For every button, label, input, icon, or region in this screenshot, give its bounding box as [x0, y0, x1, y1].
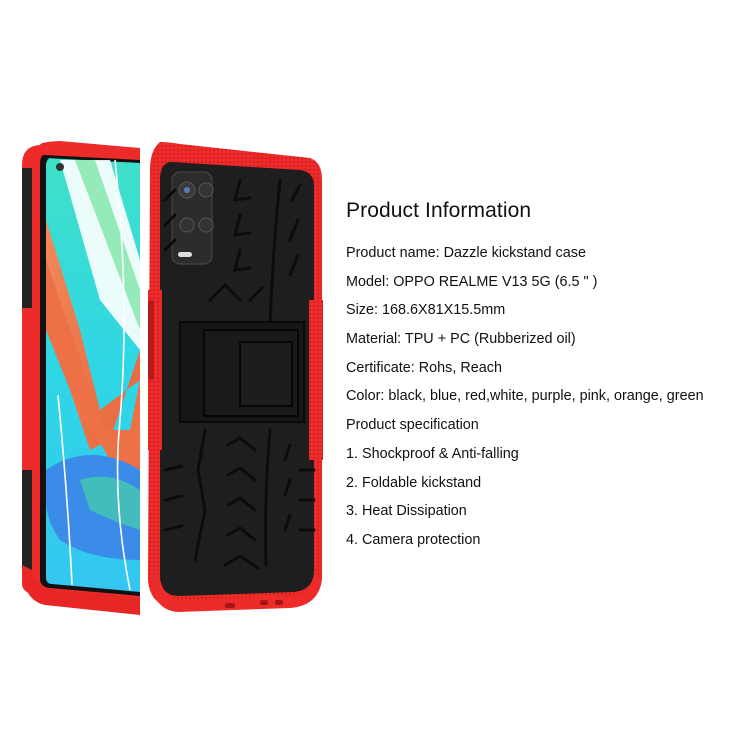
model-line: Model: OPPO REALME V13 5G (6.5 " ) [346, 273, 598, 290]
spec-item-camera-protection: 4. Camera protection [346, 531, 481, 548]
size-line: Size: 168.6X81X15.5mm [346, 302, 506, 319]
spec-item-heat-dissipation: 3. Heat Dissipation [346, 503, 467, 520]
specification-heading: Product specification [346, 417, 479, 434]
product-name-line: Product name: Dazzle kickstand case [346, 245, 586, 261]
product-info-panel: Product Information Product name: Dazzle… [346, 196, 746, 555]
product-photo [0, 0, 340, 750]
material-line: Material: TPU + PC (Rubberized oil) [346, 331, 576, 348]
color-line: Color: black, blue, red,white, purple, p… [346, 388, 704, 405]
info-title: Product Information [346, 199, 532, 222]
certificate-line: Certificate: Rohs, Reach [346, 359, 502, 376]
spec-item-shockproof: 1. Shockproof & Anti-falling [346, 445, 519, 462]
spec-item-kickstand: 2. Foldable kickstand [346, 474, 482, 491]
front-phone [22, 141, 140, 615]
back-phone [148, 142, 323, 612]
